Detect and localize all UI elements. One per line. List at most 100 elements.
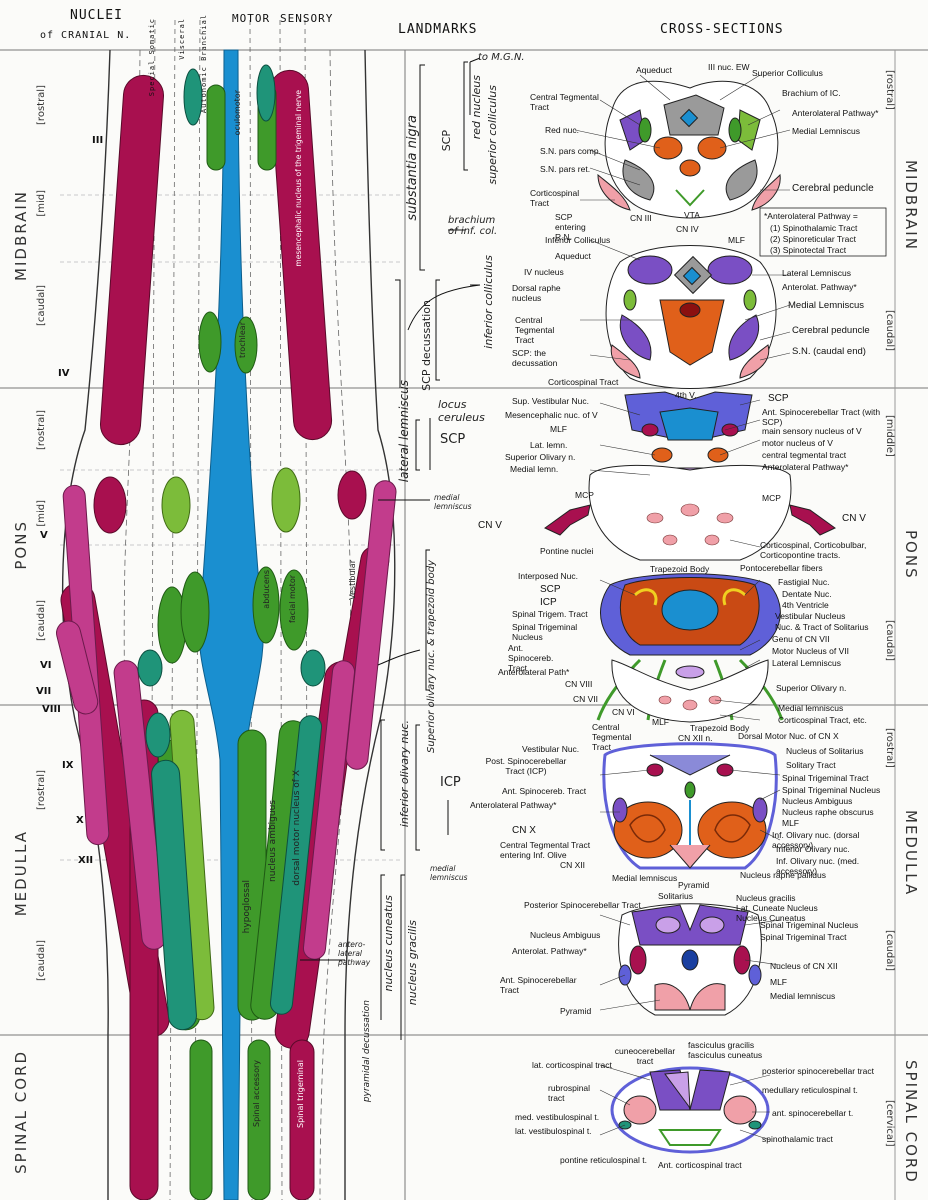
s4-fastigial: Fastigial Nuc. bbox=[778, 577, 830, 587]
s4-dentate: Dentate Nuc. bbox=[782, 589, 832, 599]
nucleus-hypoglossal: hypoglossal bbox=[242, 880, 252, 934]
nucleus-ambiguus: nucleus ambiguus bbox=[268, 800, 278, 882]
s1-legend-1: (1) Spinothalamic Tract bbox=[770, 223, 858, 233]
s4-central-teg: Central Tegmental Tract bbox=[592, 722, 632, 752]
s5-inf-olivary-med: Inf. Olivary nuc. (med. accessory) bbox=[776, 856, 860, 876]
s4-spinal-trigem-tract: Spinal Trigem. Tract bbox=[512, 609, 588, 619]
landmark-superior-olivary: Superior olivary nuc. & trapezoid body bbox=[426, 560, 437, 753]
s1-aqueduct: Aqueduct bbox=[636, 65, 672, 75]
s4-interposed: Interposed Nuc. bbox=[518, 571, 579, 581]
landmark-red-nucleus: red nucleus bbox=[470, 75, 483, 140]
s7-fasciculus-gracilis: fasciculus gracilis bbox=[688, 1040, 755, 1050]
s1-sup-colliculus: Superior Colliculus bbox=[752, 68, 823, 78]
s3-anterolateral: Anterolateral Pathway* bbox=[762, 462, 849, 472]
sub-right-caudal-2: [caudal] bbox=[884, 620, 895, 662]
sub-right-caudal-3: [caudal] bbox=[884, 930, 895, 972]
s5-cn-xii-n: CN XII n. bbox=[678, 733, 713, 743]
s5-medial-lemniscus: Medial lemniscus bbox=[612, 873, 678, 883]
s5-anterolateral: Anterolateral Pathway* bbox=[470, 800, 557, 810]
cn-label-vii: VII bbox=[36, 686, 52, 697]
s7-spinothalamic: spinothalamic tract bbox=[762, 1134, 833, 1144]
ventricle bbox=[198, 49, 264, 1200]
s3-corticospinal: Corticospinal, Corticobulbar, Corticopon… bbox=[760, 540, 867, 560]
s5-inf-olivary-dorsal: Inf. Olivary nuc. (dorsal accessory) bbox=[772, 830, 860, 850]
landmark-scp-decussation: SCP decussation bbox=[420, 300, 433, 391]
s5-spinal-trigem-nuc: Spinal Trigeminal Nucleus bbox=[782, 785, 881, 795]
s7-cuneocerebellar: cuneocerebellar tract bbox=[614, 1046, 676, 1066]
landmark-scp-1: SCP bbox=[440, 130, 453, 152]
s6-nucleus-ambiguus: Nucleus Ambiguus bbox=[530, 930, 601, 940]
s3-sup-vestibular: Sup. Vestibular Nuc. bbox=[512, 396, 590, 406]
s3-fourth-v: 4th V. bbox=[675, 390, 697, 400]
nucleus-spinal-trigeminal: Spinal trigeminal bbox=[296, 1060, 305, 1128]
s2-aqueduct: Aqueduct bbox=[555, 251, 591, 261]
s3-mlf: MLF bbox=[550, 424, 567, 434]
cn-label-x: X bbox=[76, 815, 84, 826]
s4-medial-lemniscus: Medial lemniscus bbox=[778, 703, 844, 713]
landmark-inferior-colliculus: inferior colliculus bbox=[482, 255, 495, 349]
s6-nucleus-gracilis: Nucleus gracilis bbox=[736, 893, 796, 903]
region-right-spinal-cord: SPINAL CORD bbox=[902, 1060, 920, 1184]
section-rostral-midbrain bbox=[597, 80, 781, 219]
landmark-brachium: brachium of inf. col. bbox=[448, 215, 498, 237]
s1-legend-3: (3) Spinotectal Tract bbox=[770, 245, 847, 255]
s3-pontine-nuclei: Pontine nuclei bbox=[540, 546, 594, 556]
s5-vestibular: Vestibular Nuc. bbox=[522, 744, 580, 754]
landmark-lateral-lemniscus: lateral lemniscus bbox=[397, 380, 411, 483]
section-mid-pons bbox=[544, 391, 836, 561]
s3-scp: SCP bbox=[768, 393, 789, 404]
s7-rubrospinal: rubrospinal tract bbox=[548, 1083, 591, 1103]
s5-solitary-tract: Solitary Tract bbox=[786, 760, 836, 770]
s3-motor-nucleus-v: motor nucleus of V bbox=[762, 438, 833, 448]
sub-right-rostral-3: [rostral] bbox=[884, 728, 895, 768]
cn-label-iv: IV bbox=[58, 368, 70, 379]
s5-raphe-obscurus: Nucleus raphe obscurus bbox=[782, 807, 874, 817]
s1-cn-iii: CN III bbox=[630, 213, 652, 223]
header-visceral: Visceral bbox=[178, 18, 186, 60]
s2-anterolat: Anterolat. Pathway* bbox=[782, 282, 857, 292]
landmark-brackets bbox=[380, 61, 468, 1040]
s6-nucleus-cuneatus: Nucleus Cuneatus bbox=[736, 913, 806, 923]
s4-pontocerebellar: Pontocerebellar fibers bbox=[740, 563, 823, 573]
s6-spinal-trigem-tract: Spinal Trigeminal Tract bbox=[760, 932, 847, 942]
landmark-substantia-nigra: substantia nigra bbox=[405, 115, 420, 221]
s4-cn-vi: CN VI bbox=[612, 707, 635, 717]
sub-right-cervical: [cervical] bbox=[884, 1100, 895, 1147]
s3-cn-v-left: CN V bbox=[478, 520, 502, 531]
s6-solitarius: Solitarius bbox=[658, 891, 693, 901]
magenta-columns bbox=[56, 480, 397, 960]
sub-right-caudal-1: [caudal] bbox=[884, 310, 895, 352]
cn-label-vi: VI bbox=[40, 660, 52, 671]
s6-lat-cuneate: Lat. Cuneate Nucleus bbox=[736, 903, 818, 913]
s4-spinal-trigem-nuc: Spinal Trigeminal Nucleus bbox=[512, 622, 578, 642]
s4-cn-vii: CN VII bbox=[573, 694, 599, 704]
s5-cn-xii: CN XII bbox=[560, 860, 586, 870]
nucleus-oculomotor: oculomotor bbox=[233, 90, 242, 136]
header-sensory: SENSORY bbox=[280, 12, 334, 25]
header-motor: MOTOR bbox=[232, 12, 271, 25]
header-nuclei: NUCLEI bbox=[70, 8, 123, 23]
s7-lat-vestibulospinal: lat. vestibulospinal t. bbox=[515, 1126, 592, 1136]
s6-mlf: MLF bbox=[770, 977, 787, 987]
nucleus-spinal-accessory: Spinal accessory bbox=[252, 1060, 261, 1127]
s4-motor-vii: Motor Nucleus of VII bbox=[772, 646, 850, 656]
region-right-midbrain: MIDBRAIN bbox=[902, 160, 920, 251]
s3-cn-v-right: CN V bbox=[842, 513, 866, 524]
s4-vestibular-nucleus: Vestibular Nucleus bbox=[775, 611, 846, 621]
landmark-scp-2: SCP bbox=[440, 432, 466, 447]
anterolateral-legend-box bbox=[759, 207, 887, 257]
s5-dorsal-motor: Dorsal Motor Nuc. of CN X bbox=[738, 731, 839, 741]
section-spinal-cord bbox=[610, 1066, 770, 1154]
s7-medullary-retic: medullary reticulospinal t. bbox=[762, 1085, 858, 1095]
s1-central-teg: Central Tegmental Tract bbox=[530, 92, 599, 112]
s1-cerebral-peduncle: Cerebral peduncle bbox=[792, 183, 874, 194]
s1-sn-ret: S.N. pars ret. bbox=[540, 164, 591, 174]
header-landmarks: LANDMARKS bbox=[398, 22, 478, 37]
leader-lines bbox=[574, 74, 791, 1141]
region-right-pons: PONS bbox=[902, 530, 920, 580]
s4-cn-viii: CN VIII bbox=[565, 679, 593, 689]
sub-caudal-3: [caudal] bbox=[36, 940, 47, 982]
header-special-somatic: Special Somatic bbox=[148, 18, 156, 97]
s1-iii-nuc: III nuc. EW bbox=[708, 62, 750, 72]
cn-label-viii: VIII bbox=[42, 704, 61, 715]
